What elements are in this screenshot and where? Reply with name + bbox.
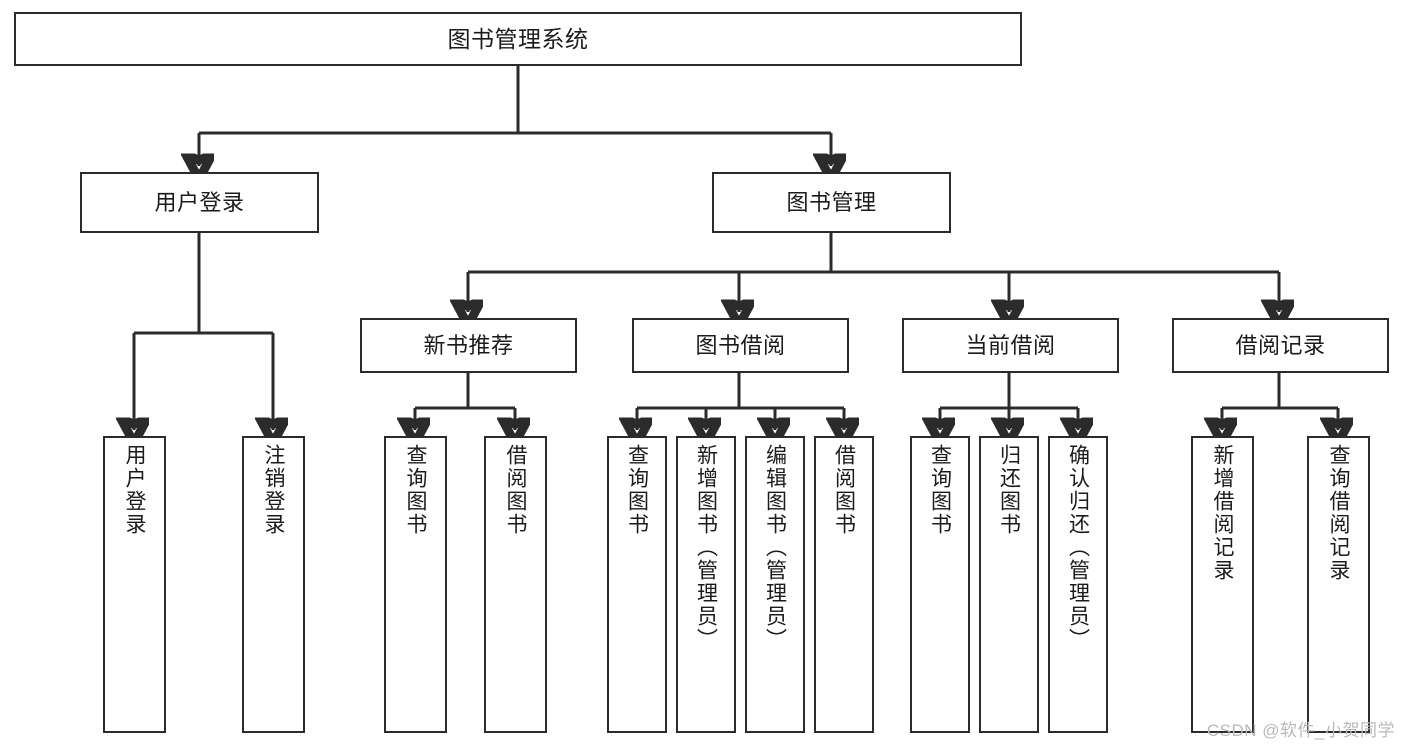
- node-borrow-record-label: 借阅记录: [1235, 332, 1326, 358]
- node-leaf-logout-login-label: 注销登录: [262, 444, 285, 536]
- node-leaf-return-book-label: 归还图书: [997, 444, 1021, 536]
- node-new-book-recommend[interactable]: 新书推荐: [360, 318, 577, 373]
- node-leaf-query-borrow-record[interactable]: 查询借阅记录: [1307, 436, 1370, 733]
- node-leaf-query-book-2[interactable]: 查询图书: [607, 436, 667, 733]
- node-current-borrow-label: 当前借阅: [965, 332, 1056, 358]
- node-leaf-borrow-book-1-label: 借阅图书: [504, 444, 527, 536]
- node-book-manage[interactable]: 图书管理: [712, 172, 951, 233]
- node-leaf-add-borrow-record[interactable]: 新增借阅记录: [1191, 436, 1254, 733]
- node-user-login[interactable]: 用户登录: [80, 172, 319, 233]
- node-leaf-return-book[interactable]: 归还图书: [979, 436, 1039, 733]
- node-leaf-borrow-book-2-label: 借阅图书: [832, 444, 856, 536]
- node-leaf-confirm-return[interactable]: 确认归还（管理员）: [1048, 436, 1108, 733]
- node-leaf-user-login[interactable]: 用户登录: [103, 436, 166, 733]
- node-root[interactable]: 图书管理系统: [14, 12, 1022, 66]
- node-user-login-label: 用户登录: [154, 189, 245, 215]
- node-leaf-query-book-2-label: 查询图书: [625, 444, 649, 536]
- node-book-borrow-label: 图书借阅: [695, 332, 786, 358]
- node-current-borrow[interactable]: 当前借阅: [902, 318, 1119, 373]
- csdn-watermark: CSDN @软件_小贺同学: [1206, 721, 1395, 740]
- node-leaf-edit-book-label: 编辑图书（管理员）: [763, 444, 787, 651]
- node-book-borrow[interactable]: 图书借阅: [632, 318, 849, 373]
- node-leaf-confirm-return-label: 确认归还（管理员）: [1066, 444, 1090, 651]
- node-new-book-recommend-label: 新书推荐: [423, 332, 514, 358]
- node-leaf-add-borrow-record-label: 新增借阅记录: [1211, 444, 1234, 582]
- node-leaf-add-book-label: 新增图书（管理员）: [694, 444, 718, 651]
- node-leaf-add-book[interactable]: 新增图书（管理员）: [676, 436, 736, 733]
- node-leaf-query-borrow-record-label: 查询借阅记录: [1327, 444, 1350, 582]
- node-leaf-user-login-label: 用户登录: [123, 444, 146, 536]
- node-book-manage-label: 图书管理: [786, 189, 877, 215]
- node-borrow-record[interactable]: 借阅记录: [1172, 318, 1389, 373]
- node-root-label: 图书管理系统: [447, 25, 589, 52]
- node-leaf-logout-login[interactable]: 注销登录: [242, 436, 305, 733]
- node-leaf-query-book-3[interactable]: 查询图书: [910, 436, 970, 733]
- node-leaf-query-book-1[interactable]: 查询图书: [384, 436, 447, 733]
- node-leaf-edit-book[interactable]: 编辑图书（管理员）: [745, 436, 805, 733]
- node-leaf-borrow-book-2[interactable]: 借阅图书: [814, 436, 874, 733]
- node-leaf-query-book-1-label: 查询图书: [404, 444, 427, 536]
- node-leaf-borrow-book-1[interactable]: 借阅图书: [484, 436, 547, 733]
- node-leaf-query-book-3-label: 查询图书: [928, 444, 952, 536]
